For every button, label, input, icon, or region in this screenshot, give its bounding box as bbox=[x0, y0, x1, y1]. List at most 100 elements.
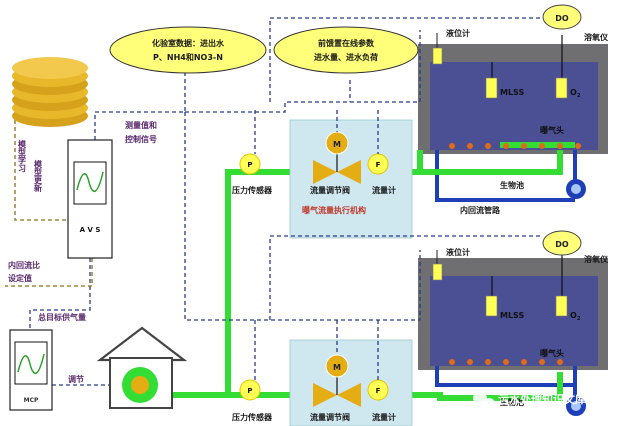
mcp-controller[interactable]: MCP bbox=[9, 329, 53, 411]
pressure-sensor-text-top: 压力传感器 bbox=[232, 185, 273, 195]
wave-curve bbox=[76, 171, 104, 192]
aerator-dots-top bbox=[449, 143, 581, 149]
online-line1: 前馈置在线参数 bbox=[318, 38, 375, 48]
flow-valve-text-top: 流量调节阀 bbox=[310, 185, 350, 195]
flow-meter-label: F bbox=[376, 161, 381, 169]
pressure-sensor-text-bottom: 压力传感器 bbox=[232, 412, 273, 422]
air-dot bbox=[467, 359, 473, 365]
air-dot bbox=[449, 143, 455, 149]
level-sensor-bottom bbox=[432, 250, 443, 281]
signal-avs-mcp bbox=[29, 258, 91, 330]
level-meter-label-bottom: 液位计 bbox=[446, 247, 470, 257]
signal-avs-lab bbox=[94, 60, 186, 140]
lab-data-shape bbox=[109, 26, 267, 74]
pump-inner bbox=[571, 184, 581, 194]
watermark: 污水处理知识文库 bbox=[473, 392, 586, 408]
pressure-sensor-shape[interactable] bbox=[239, 153, 261, 175]
aerator-dots-bottom bbox=[449, 359, 563, 365]
return-loop-bottom bbox=[435, 366, 575, 387]
wechat-bubble-large bbox=[473, 392, 487, 404]
aerator-label-top: 曝气头 bbox=[540, 125, 564, 135]
air-dot bbox=[557, 359, 563, 365]
level-sensor-top bbox=[432, 33, 443, 65]
level-meter-label-top: 液位计 bbox=[446, 28, 470, 38]
do-meter-shape[interactable] bbox=[542, 4, 582, 30]
o2-sub-top: 2 bbox=[577, 93, 581, 99]
valve-icon[interactable] bbox=[313, 377, 361, 407]
mlss-sensor-top bbox=[485, 62, 498, 99]
mlss-label-bottom: MLSS bbox=[500, 311, 524, 320]
level-sensor-body bbox=[432, 47, 443, 65]
o2-sensor-body bbox=[555, 77, 568, 99]
bio-tank-label-bottom: 生物池 bbox=[500, 397, 524, 407]
valve-right-half[interactable] bbox=[337, 160, 361, 184]
pressure-sensor-bottom[interactable]: P bbox=[239, 379, 261, 401]
do-meter-top[interactable]: DO bbox=[542, 4, 582, 30]
level-sensor-body bbox=[432, 263, 443, 281]
motor-top[interactable]: M bbox=[325, 131, 349, 155]
do-meter-bottom[interactable]: DO bbox=[542, 230, 582, 256]
flow-meter-text-top: 流量计 bbox=[372, 185, 396, 195]
tank-water-bottom bbox=[430, 276, 598, 366]
flow-meter-bottom[interactable]: F bbox=[367, 379, 389, 401]
air-dot bbox=[503, 143, 509, 149]
signal-do-top bbox=[269, 17, 540, 102]
blower-icon[interactable] bbox=[96, 326, 188, 409]
mlss-sensor-body bbox=[485, 77, 498, 99]
return-ratio-line2: 设定值 bbox=[8, 273, 32, 283]
aeration-unit-label: 曝气流量执行机构 bbox=[302, 205, 366, 215]
bio-tank-bottom bbox=[418, 258, 608, 370]
model-learn-label: 模型学习 bbox=[17, 139, 27, 173]
signal-do-bottom bbox=[269, 235, 540, 320]
air-dot bbox=[575, 143, 581, 149]
air-dot bbox=[485, 143, 491, 149]
o2-sensor-top bbox=[555, 35, 568, 99]
bio-tank-top bbox=[418, 44, 608, 154]
air-dot bbox=[467, 143, 473, 149]
pressure-sensor-shape[interactable] bbox=[239, 379, 261, 401]
motor-shape[interactable] bbox=[325, 354, 349, 378]
aerator-label-bottom: 曝气头 bbox=[540, 348, 564, 358]
valve-left-half[interactable] bbox=[313, 383, 337, 407]
pressure-sensor-label: P bbox=[247, 161, 252, 169]
pressure-sensor-top[interactable]: P bbox=[239, 153, 261, 175]
model-feedback-lines bbox=[5, 120, 93, 287]
online-line2: 进水量、进水负荷 bbox=[314, 52, 378, 62]
flow-meter-top[interactable]: F bbox=[367, 153, 389, 175]
mcp-label: MCP bbox=[24, 397, 39, 404]
adjust-label: 调节 bbox=[68, 374, 84, 384]
flow-meter-text-bottom: 流量计 bbox=[372, 412, 396, 422]
wechat-bubble-small bbox=[483, 398, 495, 408]
return-ratio-line1: 内回流比 bbox=[8, 260, 40, 270]
avs-label: A V S bbox=[80, 226, 101, 234]
online-bubble: 前馈置在线参数 进水量、进水负荷 bbox=[273, 26, 419, 74]
total-air-label: 总目标供气量 bbox=[38, 312, 86, 322]
pump-inner bbox=[571, 401, 581, 411]
air-dot bbox=[503, 359, 509, 365]
valve-right-half[interactable] bbox=[337, 383, 361, 407]
lab-data-bubble: 化验室数据：进出水 P、NH4和NO3-N bbox=[109, 26, 267, 74]
db-disk-top bbox=[12, 57, 88, 79]
air-dot bbox=[521, 359, 527, 365]
signal-tank-bottom bbox=[184, 112, 421, 321]
valve-left-half[interactable] bbox=[313, 160, 337, 184]
o2-label-top: O bbox=[570, 88, 577, 97]
avs-controller[interactable]: A V S bbox=[67, 139, 113, 259]
lab-data-line2: P、NH4和NO3-N bbox=[153, 52, 223, 62]
return-pump-label: 内回流管路 bbox=[460, 205, 501, 215]
model-learn-line bbox=[14, 120, 70, 221]
database-icon bbox=[12, 57, 88, 127]
signal-lines bbox=[29, 17, 540, 386]
online-shape bbox=[273, 26, 419, 74]
valve-icon[interactable] bbox=[313, 153, 361, 184]
motor-label: M bbox=[333, 140, 341, 149]
air-dot bbox=[539, 359, 545, 365]
do-meter-text-top: 溶氧仪 bbox=[584, 32, 609, 42]
o2-sub-bottom: 2 bbox=[577, 316, 581, 322]
o2-sensor-body bbox=[555, 295, 568, 317]
return-loop-top bbox=[435, 150, 575, 202]
motor-bottom[interactable]: M bbox=[325, 354, 349, 378]
do-meter-shape[interactable] bbox=[542, 230, 582, 256]
